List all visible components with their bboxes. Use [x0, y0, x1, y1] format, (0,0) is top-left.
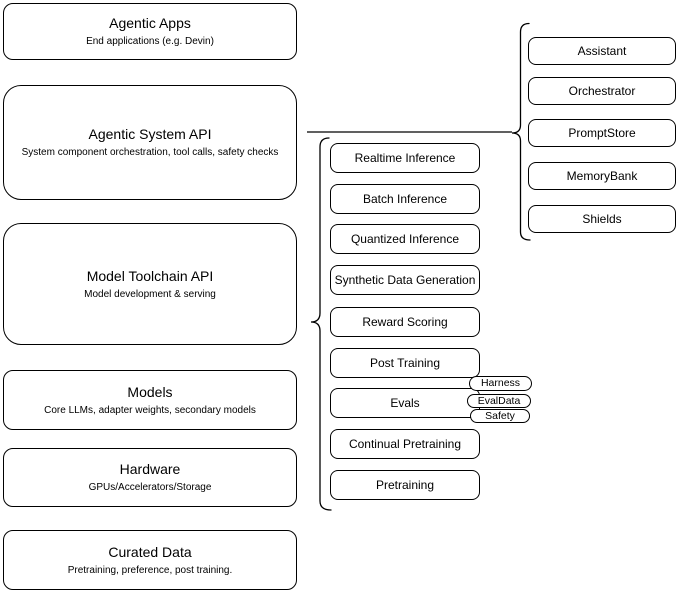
layer-title: Model Toolchain API — [86, 267, 214, 284]
component-box-realtime-inference: Realtime Inference — [330, 143, 480, 173]
component-label: Pretraining — [375, 478, 435, 492]
component-box-promptstore: PromptStore — [528, 119, 676, 147]
component-box-shields: Shields — [528, 205, 676, 233]
tag-harness: Harness — [469, 376, 532, 391]
toolchain-bracket — [310, 137, 332, 511]
tag-label: Harness — [480, 377, 521, 390]
component-label: Shields — [582, 212, 622, 226]
component-label: Batch Inference — [362, 192, 448, 206]
layer-subtitle: System component orchestration, tool cal… — [21, 147, 279, 158]
component-box-reward-scoring: Reward Scoring — [330, 307, 480, 337]
layer-box-hardware: Hardware GPUs/Accelerators/Storage — [3, 448, 297, 507]
layer-box-curated-data: Curated Data Pretraining, preference, po… — [3, 530, 297, 590]
layer-subtitle: GPUs/Accelerators/Storage — [88, 482, 212, 493]
component-box-evals: Evals — [330, 388, 480, 418]
layer-subtitle: Core LLMs, adapter weights, secondary mo… — [44, 404, 256, 416]
component-label: Post Training — [369, 356, 441, 370]
component-label: Continual Pretraining — [348, 437, 462, 451]
component-box-orchestrator: Orchestrator — [528, 77, 676, 105]
component-box-pretraining: Pretraining — [330, 470, 480, 500]
layer-title: Agentic System API — [88, 126, 212, 142]
component-label: Synthetic Data Generation — [334, 273, 476, 287]
component-label: Orchestrator — [568, 84, 636, 98]
layer-title: Hardware — [119, 461, 181, 477]
component-box-batch-inference: Batch Inference — [330, 184, 480, 214]
component-label: Realtime Inference — [354, 151, 456, 165]
component-box-quantized-inference: Quantized Inference — [330, 224, 480, 254]
layer-subtitle: Model development & serving — [84, 288, 216, 300]
component-label: Quantized Inference — [350, 232, 460, 246]
layer-subtitle: End applications (e.g. Devin) — [86, 36, 214, 47]
layer-title: Curated Data — [108, 543, 192, 560]
component-label: MemoryBank — [566, 169, 638, 183]
component-label: Reward Scoring — [362, 315, 448, 329]
tag-label: Safety — [485, 409, 515, 422]
layer-box-models: Models Core LLMs, adapter weights, secon… — [3, 370, 297, 430]
tag-label: EvalData — [477, 394, 521, 407]
layer-box-model-toolchain-api: Model Toolchain API Model development & … — [3, 223, 297, 345]
layer-box-agentic-apps: Agentic Apps End applications (e.g. Devi… — [3, 3, 297, 60]
component-box-memorybank: MemoryBank — [528, 162, 676, 190]
layer-title: Agentic Apps — [109, 15, 191, 31]
tag-evaldata: EvalData — [467, 394, 531, 408]
layer-subtitle: Pretraining, preference, post training. — [67, 564, 233, 576]
component-box-continual-pretraining: Continual Pretraining — [330, 429, 480, 459]
layer-title: Models — [127, 383, 173, 400]
component-label: Assistant — [577, 44, 627, 58]
component-label: Evals — [390, 396, 420, 410]
tag-safety: Safety — [470, 409, 530, 423]
component-box-synthetic-data-generation: Synthetic Data Generation — [330, 265, 480, 295]
component-box-assistant: Assistant — [528, 37, 676, 65]
component-box-post-training: Post Training — [330, 348, 480, 378]
component-label: PromptStore — [568, 126, 636, 140]
layer-box-agentic-system-api: Agentic System API System component orch… — [3, 85, 297, 200]
